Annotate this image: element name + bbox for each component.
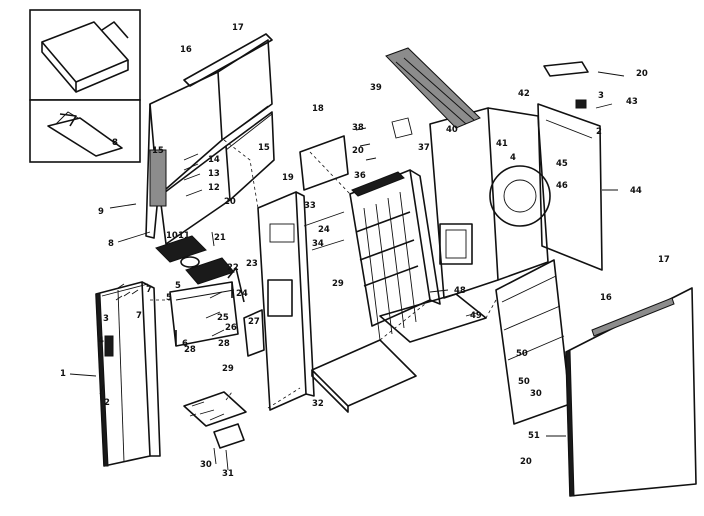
callout-17b: 17	[658, 255, 670, 265]
callout-29: 29	[222, 364, 234, 374]
callout-40: 40	[446, 125, 458, 135]
leader-lines	[150, 139, 497, 409]
callout-5b: 5	[166, 293, 172, 303]
brackets-23-28	[205, 267, 265, 357]
callout-43: 43	[626, 97, 638, 107]
right-side-outer-panel	[565, 287, 697, 497]
callout-30b: 30	[530, 389, 542, 399]
callout-8: 8	[108, 239, 114, 249]
callout-16b: 16	[600, 293, 612, 303]
callout-18: 18	[312, 104, 324, 114]
filters	[155, 231, 235, 285]
inset-filter-rack	[29, 9, 141, 101]
callout-9: 9	[98, 207, 104, 217]
callout-33: 33	[304, 201, 316, 211]
blower-housing	[429, 107, 551, 299]
callout-50b: 50	[516, 349, 528, 359]
callout-12: 12	[208, 183, 220, 193]
burner-box-parts	[299, 117, 413, 191]
callout-44: 44	[630, 186, 642, 196]
front-door-panel	[95, 281, 161, 467]
callout-28b: 28	[184, 345, 196, 355]
callout-28: 28	[218, 339, 230, 349]
callout-38: 38	[352, 123, 364, 133]
callout-24b: 24	[318, 225, 330, 235]
callout-22: 22	[227, 263, 239, 273]
top-panel	[183, 33, 273, 87]
burner-assembly	[183, 391, 247, 449]
door-screws	[115, 283, 139, 301]
base-pan	[311, 293, 487, 413]
callout-25: 25	[217, 313, 229, 323]
callout-31: 31	[222, 469, 234, 479]
right-access-panel	[537, 103, 603, 271]
rear-panel	[495, 259, 571, 425]
callout-20c: 20	[520, 457, 532, 467]
callout-14: 14	[208, 155, 220, 165]
callout-11: 11	[178, 231, 190, 241]
callout-39: 39	[370, 83, 382, 93]
callout-51: 51	[528, 431, 540, 441]
callout-49: 49	[470, 311, 482, 321]
callout-36: 36	[354, 171, 366, 181]
callout-10: 10	[166, 231, 178, 241]
callout-37: 37	[418, 143, 430, 153]
callout-16: 16	[180, 45, 192, 55]
left-side-panel	[145, 39, 275, 245]
callout-4: 4	[98, 336, 104, 346]
callout-26: 26	[225, 323, 237, 333]
callout-2b: 2	[596, 127, 602, 137]
callout-48: 48	[454, 286, 466, 296]
callout-3: 3	[103, 314, 109, 324]
callout-29b: 29	[332, 279, 344, 289]
callout-1: 1	[60, 369, 66, 379]
callout-32: 32	[312, 399, 324, 409]
callout-20: 20	[224, 197, 236, 207]
callout-6: 6	[182, 339, 188, 349]
callout-42: 42	[518, 89, 530, 99]
filter-rack-base	[169, 281, 239, 347]
callout-34: 34	[312, 239, 324, 249]
callout-13: 13	[208, 169, 220, 179]
center-inner-panel	[257, 191, 315, 411]
callout-5: 5	[175, 281, 181, 291]
callout-19: 19	[282, 173, 294, 183]
right-top-bracket	[543, 61, 589, 109]
callout-24: 24	[236, 289, 248, 299]
callout-labels: 1 2 3 4 5 6 7 8 9 10 11 12 13 14 15 16 1…	[60, 23, 670, 479]
callout-3b: 3	[598, 91, 604, 101]
callout-arrows	[69, 71, 625, 471]
callout-15b: 15	[258, 143, 270, 153]
callout-46: 46	[556, 181, 568, 191]
callout-30: 30	[200, 460, 212, 470]
callout-23: 23	[246, 259, 258, 269]
callout-4b: 4	[510, 153, 516, 163]
callout-20d: 20	[636, 69, 648, 79]
callout-2: 2	[104, 398, 110, 408]
heat-exchanger	[303, 169, 441, 341]
callout-45: 45	[556, 159, 568, 169]
callout-17: 17	[232, 23, 244, 33]
callout-7: 7	[146, 285, 152, 295]
callout-15: 15	[152, 146, 164, 156]
callout-50: 50	[518, 377, 530, 387]
callout-20b: 20	[352, 146, 364, 156]
callout-8b: 8	[112, 138, 118, 148]
inset-filter-bracket	[29, 99, 141, 163]
callout-7b: 7	[136, 311, 142, 321]
top-grille	[385, 47, 481, 129]
callout-21: 21	[214, 233, 226, 243]
callout-27: 27	[248, 317, 260, 327]
callout-41: 41	[496, 139, 508, 149]
